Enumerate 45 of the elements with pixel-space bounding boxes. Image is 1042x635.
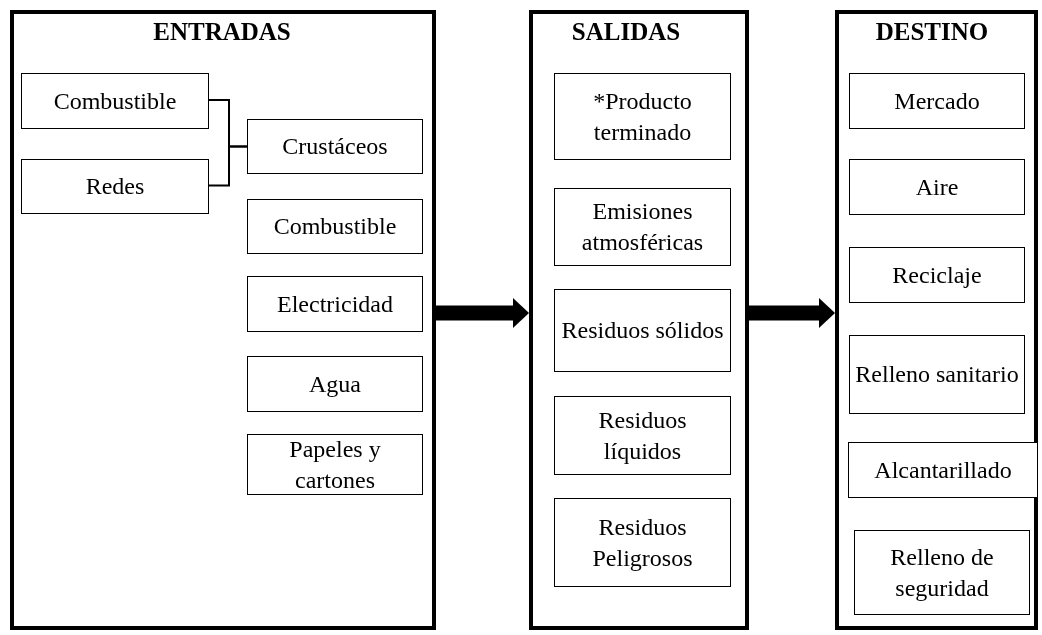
- process-box: [554, 396, 731, 475]
- process-box: [854, 530, 1030, 615]
- panel-title: ENTRADAS: [153, 18, 291, 46]
- box-label: Relleno sanitario: [854, 360, 1020, 389]
- box-label: Residuos Peligrosos: [591, 512, 694, 573]
- process-box: [554, 289, 731, 372]
- process-box: [21, 159, 209, 214]
- process-box: [849, 247, 1025, 303]
- process-box: [554, 188, 731, 266]
- box-label: Combustible: [52, 86, 178, 116]
- process-box: [848, 442, 1038, 498]
- group-panel: [10, 10, 436, 630]
- box-label: Mercado: [893, 86, 981, 116]
- box-label: *Producto terminado: [592, 86, 693, 147]
- group-panel: [835, 10, 1038, 630]
- connector-line: [208, 145, 248, 187]
- process-box: [247, 119, 423, 174]
- box-label: Crustáceos: [281, 132, 389, 161]
- process-box: [849, 73, 1025, 129]
- process-box: [554, 73, 731, 160]
- box-label: Papeles y cartones: [288, 434, 382, 495]
- block-arrow: [436, 298, 529, 328]
- process-box: [849, 335, 1025, 414]
- process-box: [247, 356, 423, 412]
- box-label: Residuos líquidos: [597, 405, 688, 466]
- box-label: Emisiones atmosféricas: [580, 197, 705, 257]
- box-label: Redes: [84, 172, 146, 201]
- process-box: [247, 434, 423, 495]
- panel-title: SALIDAS: [571, 18, 681, 46]
- process-box: [247, 276, 423, 332]
- box-label: Reciclaje: [891, 260, 983, 290]
- process-box: [554, 498, 731, 587]
- box-label: Agua: [308, 369, 362, 399]
- box-label: Combustible: [272, 212, 398, 241]
- block-arrow: [749, 298, 835, 328]
- box-label: Residuos sólidos: [560, 316, 725, 345]
- box-label: Aire: [914, 172, 960, 202]
- box-label: Alcantarillado: [873, 455, 1013, 485]
- process-box: [247, 199, 423, 254]
- box-label: Electricidad: [276, 289, 394, 319]
- group-panel: [529, 10, 749, 630]
- process-box: [849, 159, 1025, 215]
- process-box: [21, 73, 209, 129]
- box-label: Relleno de seguridad: [889, 542, 995, 603]
- panel-title: DESTINO: [875, 18, 989, 46]
